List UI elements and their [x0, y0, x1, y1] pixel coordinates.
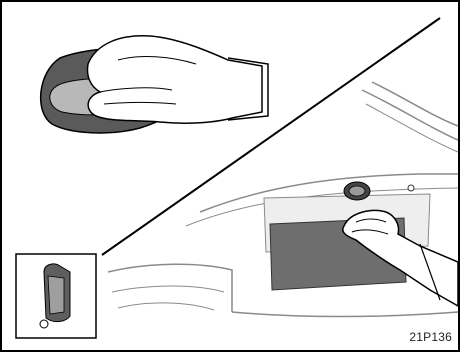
figure-code: 21P136	[409, 330, 452, 344]
key-inset	[16, 254, 96, 338]
